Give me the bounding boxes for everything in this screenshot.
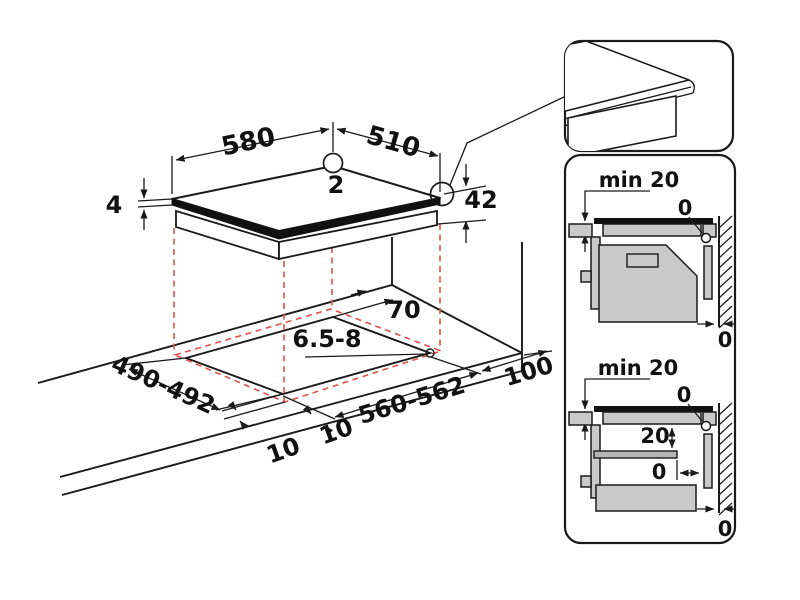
dim-arrow-10b-bottom: [324, 425, 334, 435]
dim-10a-label: 10: [263, 432, 304, 470]
zero-lower-circle: [700, 420, 712, 432]
cutout-outline: [182, 316, 434, 395]
callout-circle-center: [322, 152, 344, 174]
oven-vent: [626, 253, 659, 268]
dim-arrow-10b-top: [302, 405, 312, 415]
zero-lower-label: 0: [677, 383, 692, 407]
dim-line-580: [175, 127, 330, 162]
ext-lines-42: [437, 185, 487, 225]
dim-10b-label: 10: [316, 413, 357, 451]
dim-line-100: [481, 350, 548, 372]
dim-line-510: [336, 127, 439, 158]
detail-box-clearances: min 20 0: [563, 153, 737, 545]
fixing-bracket-b: [580, 475, 592, 488]
dim-560-label: 560-562: [355, 371, 469, 430]
min20-lower-bracket: [584, 378, 650, 392]
dim-arrow-10a-top: [227, 401, 237, 411]
rear-spacer-panel: [703, 245, 713, 300]
dim-4-label: 4: [106, 191, 123, 219]
zero-shelf-label: 0: [652, 460, 667, 484]
dim-70-label: 70: [387, 296, 420, 324]
zero-wall-upper-label: 0: [718, 328, 733, 352]
dim-arrow-10a-bottom: [239, 420, 249, 430]
dim-510-label: 510: [363, 120, 423, 164]
detail-leader-line: [449, 96, 565, 186]
oven-section: [598, 244, 698, 323]
dim-line-560: [334, 372, 479, 418]
dim-42-label: 42: [464, 186, 497, 214]
hob-chassis-right-face: [278, 209, 438, 261]
callout-circle-corner: [429, 181, 455, 207]
zero-lower-leader: [687, 403, 703, 422]
corner-detail-front-panel: [567, 95, 677, 151]
drawer-section: [595, 484, 697, 512]
dim-line-490: [128, 368, 221, 411]
worktop-left-section-b: [568, 411, 593, 426]
wall-hatch-upper: [718, 215, 733, 329]
hob-chassis-section-b: [602, 411, 702, 425]
fixing-bracket: [580, 270, 592, 283]
worktop-back-edge: [37, 284, 393, 384]
leader-6.5-8: [304, 353, 427, 358]
cross-section-oven: min 20 0: [568, 168, 735, 352]
rear-spacer-panel-b: [703, 433, 713, 489]
worktop-right-edge: [391, 284, 523, 354]
dim-arrow-70-a: [350, 289, 367, 297]
ext-lines-4: [137, 198, 173, 208]
ext-line-70: [332, 303, 379, 318]
wall-hatch-lower: [718, 402, 733, 516]
worktop-left-section: [568, 223, 593, 238]
detail-box-corner: [563, 39, 735, 153]
shelf-section: [593, 450, 678, 459]
cross-section-drawer: min 20 20 0: [568, 356, 735, 541]
zero-upper-leader: [688, 216, 703, 234]
zero-upper-circle: [700, 232, 712, 244]
dim-6.5-8-label: 6.5-8: [292, 325, 361, 353]
dim-580-label: 580: [219, 122, 278, 163]
projection-lines: [172, 224, 444, 403]
dim-arrow-70-b: [377, 298, 394, 306]
cutout-corner-circle: [425, 348, 435, 358]
zero-wall-lower-label: 0: [718, 517, 733, 541]
marker-2-label: 2: [328, 171, 345, 199]
hob-chassis-section: [602, 223, 702, 237]
min20-upper-bracket: [584, 190, 650, 204]
hob-glass-section-b: [594, 406, 713, 412]
hob-glass-section: [594, 218, 713, 224]
hob-isometric: [171, 96, 565, 261]
projection-rectangle: [172, 308, 444, 403]
min20-lower-label: min 20: [598, 356, 679, 380]
dim-20-label: 20: [640, 424, 669, 448]
min20-upper-label: min 20: [599, 168, 680, 192]
zero-upper-label: 0: [678, 196, 693, 220]
